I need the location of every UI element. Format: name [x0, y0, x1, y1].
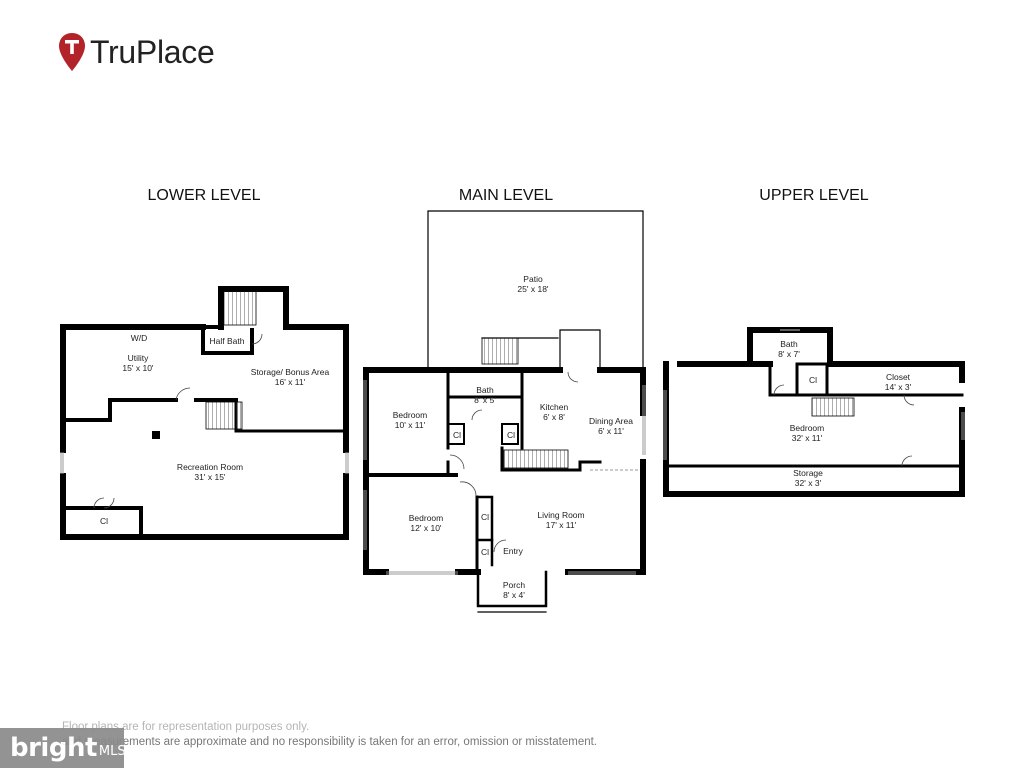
bright-mls-watermark: bright MLS — [0, 728, 126, 768]
room-entry: Entry — [503, 546, 523, 556]
brand-name: TruPlace — [90, 33, 215, 70]
lower-level-plan — [60, 286, 349, 540]
mls-wordmark: MLS — [98, 743, 126, 759]
upper-level-title: UPPER LEVEL — [759, 187, 869, 204]
main-level-title: MAIN LEVEL — [458, 187, 554, 204]
bright-wordmark: bright — [10, 733, 97, 763]
main-stairs-interior — [503, 449, 569, 469]
lower-stairs-mid — [205, 401, 243, 430]
room-closet-upper-small: Cl — [808, 375, 818, 385]
room-closet-c: Cl — [480, 512, 490, 522]
disclaimer-line-2: and measurements are approximate and no … — [62, 736, 598, 748]
room-half-bath: Half Bath — [209, 336, 245, 346]
map-pin-icon — [59, 33, 85, 71]
room-closet-b: Cl — [506, 430, 516, 440]
upper-stairs — [811, 397, 855, 417]
main-stairs-patio — [481, 337, 519, 365]
lower-stairs-top — [221, 290, 257, 326]
main-level-plan — [363, 210, 646, 613]
room-closet-a: Cl — [452, 430, 462, 440]
lower-level-title: LOWER LEVEL — [147, 187, 261, 204]
room-wd: W/D — [130, 333, 148, 343]
room-lower-closet: Cl — [99, 516, 109, 526]
room-closet-d: Cl — [480, 547, 490, 557]
truplace-logo: TruPlace — [58, 30, 215, 74]
